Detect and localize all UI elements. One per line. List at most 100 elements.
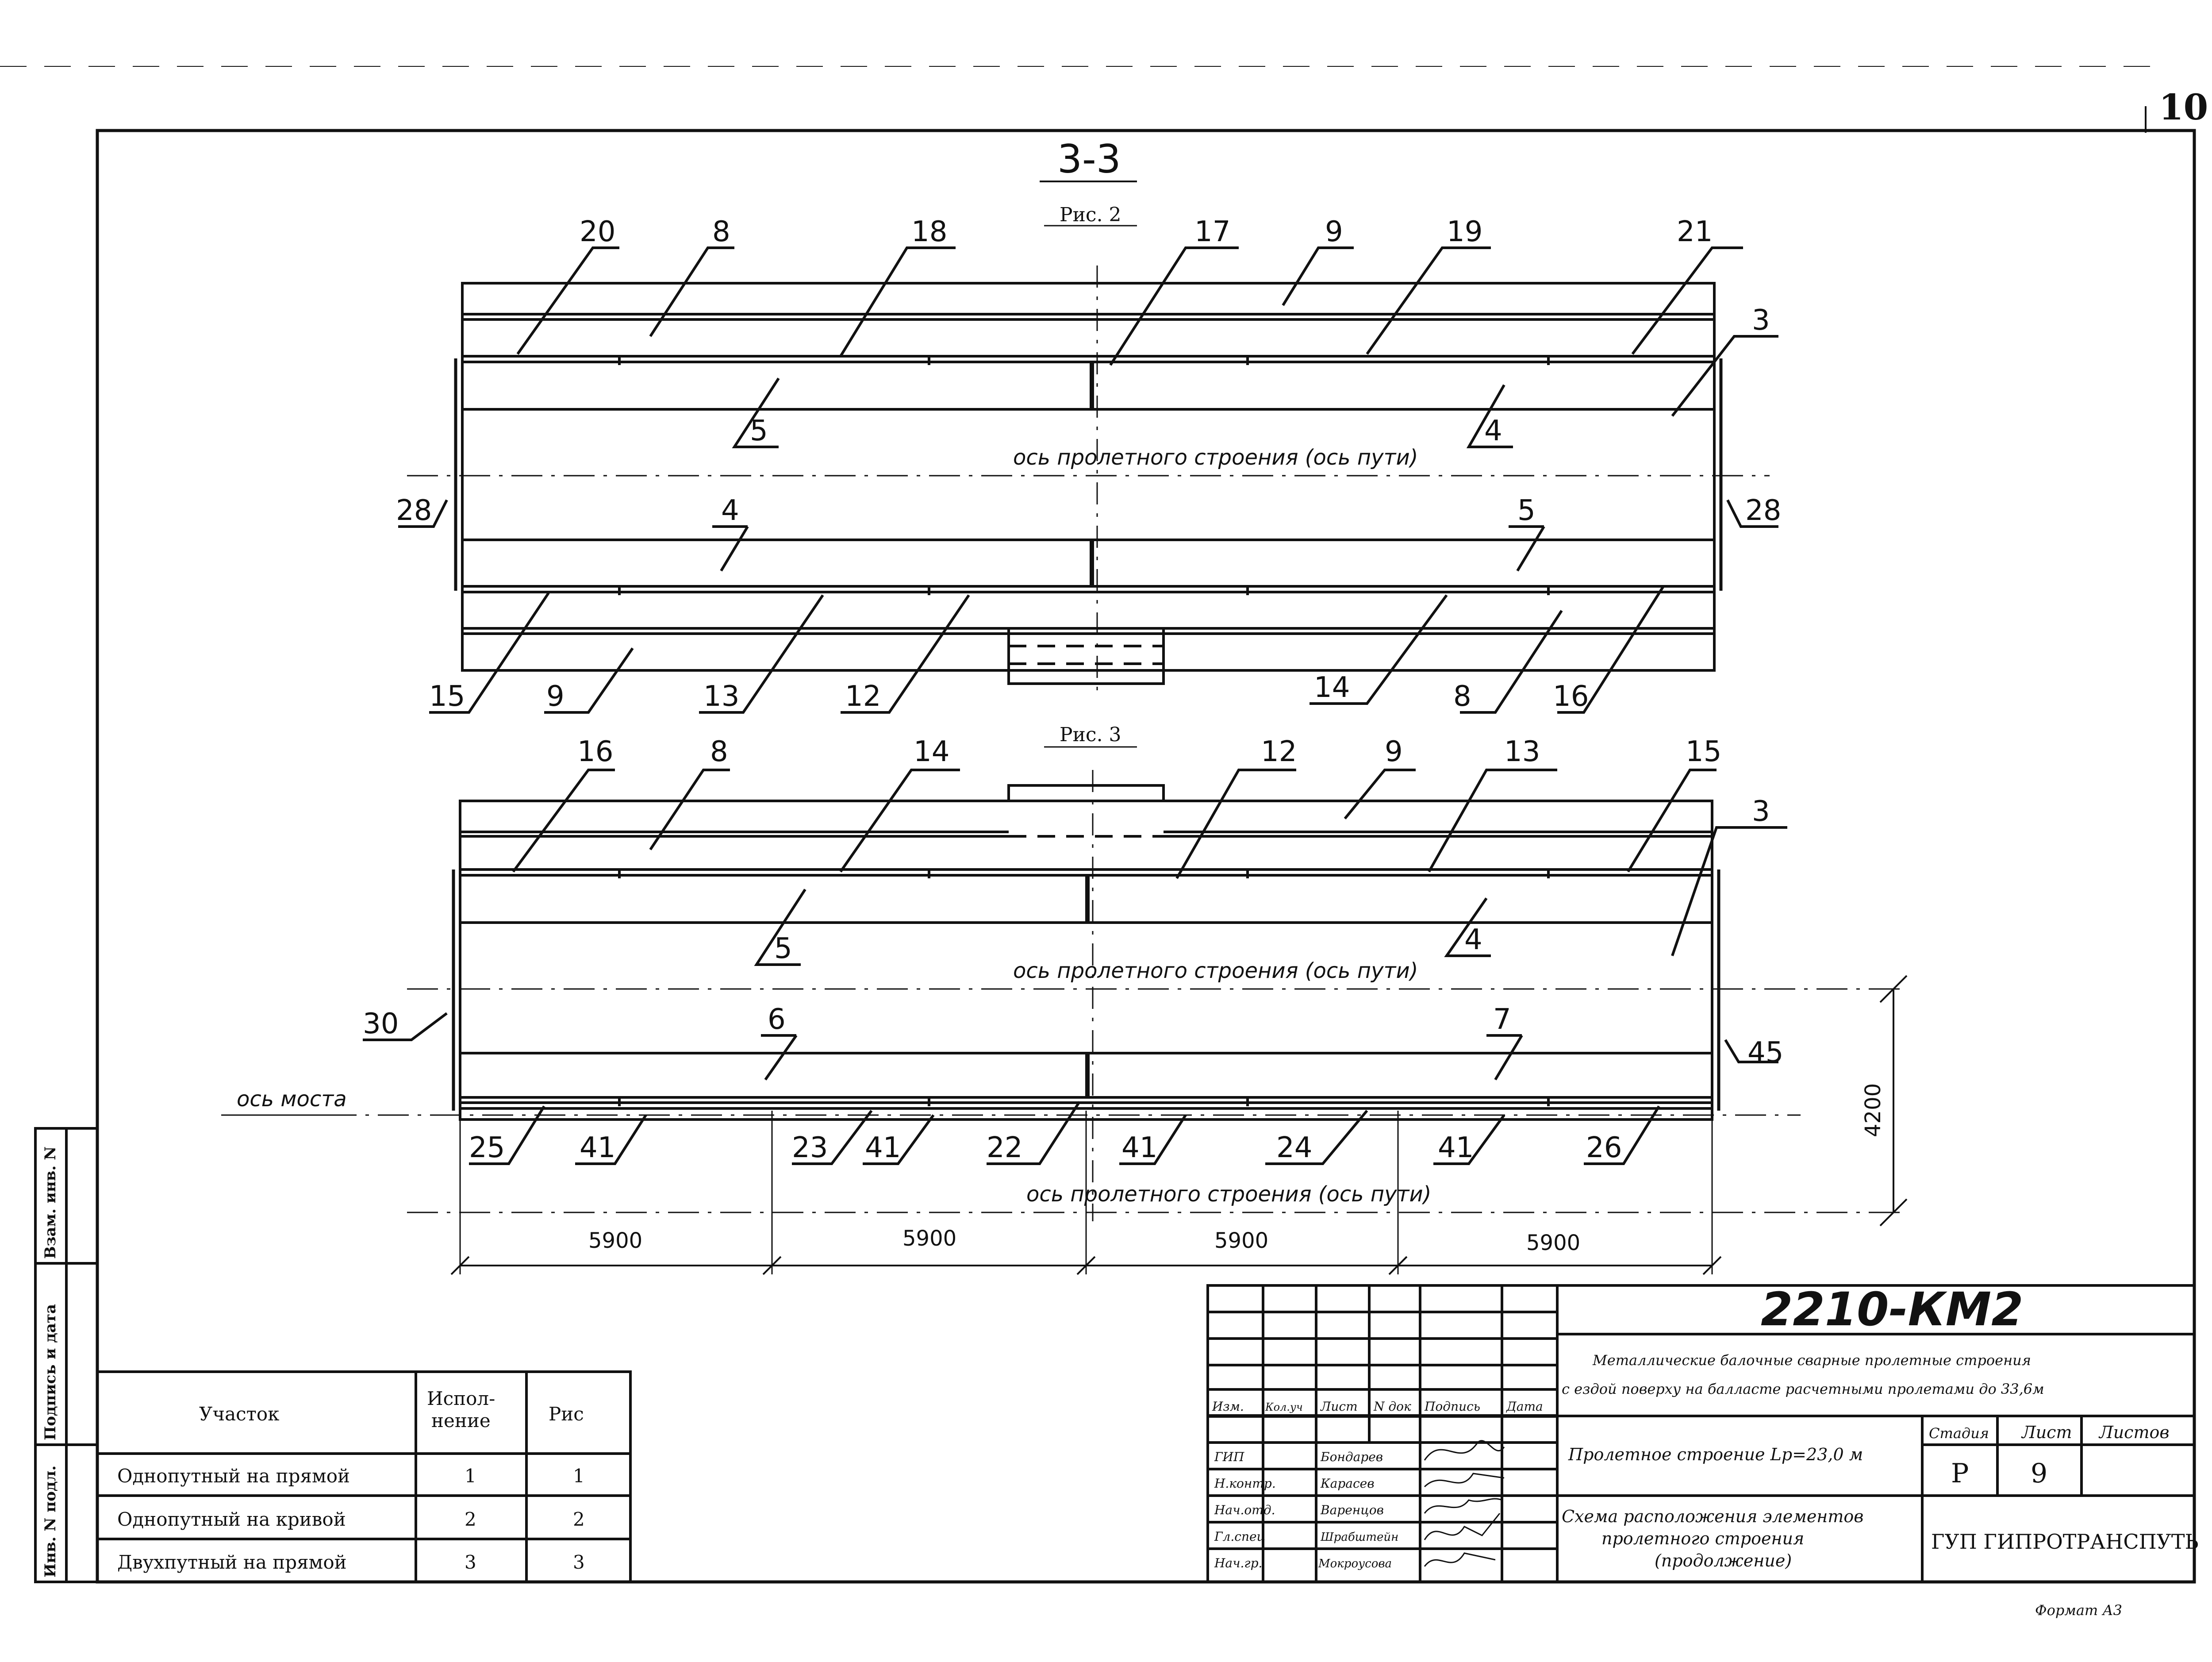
fig2-caption: Рис. 2 bbox=[1060, 204, 1121, 226]
fig3-top-label: 8 bbox=[710, 735, 728, 768]
sheet-frame bbox=[96, 129, 2196, 1584]
change-header: Подпись bbox=[1424, 1399, 1480, 1414]
fig2-top-label: 21 bbox=[1677, 215, 1713, 248]
role-label: Н.контр. bbox=[1214, 1476, 1276, 1491]
fig3-inner-label: 6 bbox=[768, 1003, 786, 1036]
fig3-top-label: 9 bbox=[1385, 735, 1403, 768]
fig3-bottom-label: 41 bbox=[865, 1131, 901, 1164]
role-label: Гл.спец bbox=[1214, 1529, 1265, 1544]
section-label: 3-3 bbox=[1057, 136, 1121, 182]
dimension-label: 5900 bbox=[902, 1226, 956, 1251]
fig3-side-label: 45 bbox=[1747, 1036, 1783, 1069]
fig2-inner-label: 4 bbox=[1484, 415, 1502, 447]
person-name: Бондарев bbox=[1320, 1450, 1383, 1464]
fig2-side-label: 28 bbox=[396, 494, 432, 527]
fig2-top-label: 9 bbox=[1325, 215, 1343, 248]
table-cell: Двухпутный на прямой bbox=[117, 1551, 347, 1573]
document-code: 2210-КМ2 bbox=[1761, 1282, 2023, 1336]
dimension-label: 5900 bbox=[1526, 1231, 1580, 1255]
fig3-drawing bbox=[221, 746, 1908, 1275]
fig3-bottom-label: 41 bbox=[1121, 1131, 1157, 1164]
fig3-top-label: 12 bbox=[1261, 735, 1297, 768]
fig2-drawing bbox=[398, 225, 1778, 714]
fig3-bottom-label: 41 bbox=[1438, 1131, 1474, 1164]
sheet-title-line: пролетного строения bbox=[1601, 1529, 1804, 1548]
table-cell: 1 bbox=[573, 1465, 585, 1487]
fig2-top-label: 19 bbox=[1447, 215, 1482, 248]
project-title-line: Металлические балочные сварные пролетные… bbox=[1592, 1352, 2031, 1369]
table-cell: 1 bbox=[465, 1465, 476, 1487]
fig3-inner-label: 7 bbox=[1493, 1003, 1511, 1036]
fig2-bottom-label: 9 bbox=[546, 680, 565, 713]
fig3-top-label: 16 bbox=[577, 735, 613, 768]
side-strip-label: Взам. инв. N bbox=[42, 1146, 59, 1259]
person-name: Мокроусова bbox=[1318, 1557, 1392, 1570]
fig3-top-label: 3 bbox=[1752, 795, 1770, 828]
fig2-inner-label: 5 bbox=[1517, 494, 1536, 527]
vertical-dimension-label: 4200 bbox=[1861, 1083, 1886, 1137]
sheet-corner-number: 10 bbox=[2159, 86, 2208, 128]
fig2-bottom-label: 13 bbox=[703, 680, 739, 713]
fig3-caption: Рис. 3 bbox=[1060, 723, 1121, 746]
role-label: Нач.гр. bbox=[1214, 1556, 1262, 1570]
fig2-top-label: 3 bbox=[1752, 304, 1770, 337]
fig3-top-label: 14 bbox=[914, 735, 949, 768]
change-header: Кол.уч bbox=[1265, 1401, 1303, 1413]
sheet-value: 9 bbox=[2031, 1458, 2047, 1489]
table-header: Испол-нение bbox=[427, 1388, 495, 1431]
sheet-title-line: Схема расположения элементов bbox=[1562, 1507, 1863, 1526]
side-strip-frame bbox=[34, 1127, 99, 1583]
object-title: Пролетное строение Lp=23,0 м bbox=[1568, 1445, 1863, 1464]
fig2-top-label: 17 bbox=[1194, 215, 1230, 248]
fig2-bottom-label: 16 bbox=[1553, 680, 1589, 713]
side-strip-label: Подпись и дата bbox=[42, 1304, 59, 1440]
fig2-top-label: 20 bbox=[580, 215, 615, 248]
signatures bbox=[1424, 1440, 1505, 1567]
change-header: N док bbox=[1373, 1399, 1411, 1414]
table-cell: 2 bbox=[465, 1508, 476, 1530]
bridge-axis-label: ось моста bbox=[237, 1087, 347, 1112]
role-label: Нач.отд. bbox=[1214, 1503, 1275, 1517]
fig3-inner-label: 4 bbox=[1464, 923, 1482, 956]
fig2-top-label: 18 bbox=[911, 215, 947, 248]
table-cell: Однопутный на прямой bbox=[117, 1465, 350, 1487]
fig3-bottom-label: 25 bbox=[469, 1131, 505, 1164]
fig3-bottom-label: 24 bbox=[1276, 1131, 1312, 1164]
fig2-top-label: 8 bbox=[712, 215, 730, 248]
sheets-label: Листов bbox=[2098, 1423, 2170, 1442]
fig2-inner-label: 5 bbox=[750, 415, 768, 447]
person-name: Карасев bbox=[1320, 1476, 1375, 1491]
table-cell: Однопутный на кривой bbox=[117, 1508, 346, 1530]
fig2-bottom-label: 15 bbox=[429, 680, 465, 713]
change-header: Изм. bbox=[1212, 1399, 1244, 1414]
fig2-bottom-label: 12 bbox=[845, 680, 881, 713]
fig3-lower-axis-label: ось пролетного строения (ось пути) bbox=[1026, 1182, 1431, 1207]
change-header: Лист bbox=[1320, 1399, 1358, 1414]
side-strip-label: Инв. N подл. bbox=[42, 1466, 59, 1577]
fig3-inner-label: 5 bbox=[774, 932, 792, 965]
table-header: Рис bbox=[549, 1403, 584, 1425]
title-block-grid bbox=[1206, 1284, 2196, 1583]
fig2-side-label: 28 bbox=[1745, 494, 1781, 527]
fig2-axis-label: ось пролетного строения (ось пути) bbox=[1013, 445, 1418, 470]
fig3-top-label: 15 bbox=[1686, 735, 1721, 768]
role-label: ГИП bbox=[1214, 1450, 1244, 1464]
fig3-side-label: 30 bbox=[363, 1008, 399, 1040]
fig3-bottom-label: 23 bbox=[792, 1131, 828, 1164]
fig3-bottom-label: 26 bbox=[1586, 1131, 1622, 1164]
fig3-top-label: 13 bbox=[1504, 735, 1540, 768]
fig2-bottom-label: 8 bbox=[1453, 680, 1471, 713]
project-title-line: с ездой поверху на балласте расчетными п… bbox=[1562, 1381, 2044, 1397]
fig3-axis-label: ось пролетного строения (ось пути) bbox=[1013, 958, 1418, 983]
table-header: Участок bbox=[199, 1403, 279, 1425]
organization: ГУП ГИПРОТРАНСПУТЬ bbox=[1931, 1530, 2199, 1554]
paper-format: Формат А3 bbox=[2035, 1602, 2122, 1619]
person-name: Шрабштейн bbox=[1320, 1531, 1398, 1544]
sheet-title-line: (продолжение) bbox=[1655, 1551, 1792, 1570]
fig3-bottom-label: 22 bbox=[987, 1131, 1022, 1164]
table-cell: 3 bbox=[573, 1551, 585, 1573]
change-header: Дата bbox=[1505, 1399, 1543, 1414]
variants-table-grid bbox=[96, 1370, 632, 1583]
dimension-label: 5900 bbox=[1214, 1228, 1268, 1253]
